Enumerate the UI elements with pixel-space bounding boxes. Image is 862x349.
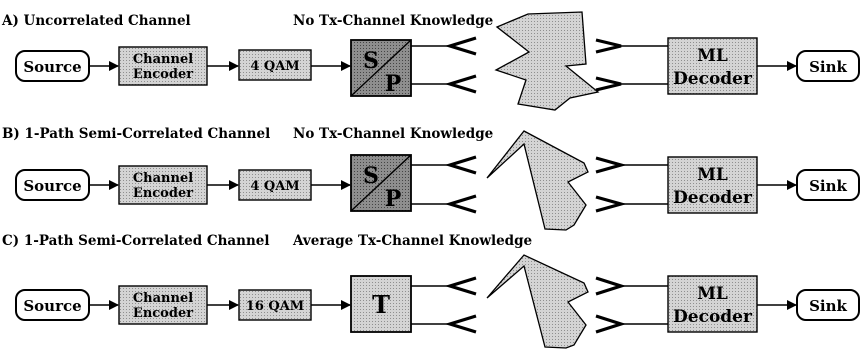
- row-b-sp-s: S: [363, 163, 379, 189]
- row-a-rx-antenna-2-icon: [595, 76, 622, 92]
- row-b-sink-box: [796, 169, 860, 201]
- row-c-heading: C) 1-Path Semi-Correlated Channel: [2, 233, 270, 249]
- row-b-tx-antenna-2-icon: [444, 194, 477, 214]
- row-b-sp-p: P: [385, 186, 402, 212]
- row-c-tx-antenna-2-icon: [444, 314, 477, 334]
- row-c-qam-box: [238, 289, 312, 321]
- row-a-tx-antenna-1-icon: [444, 36, 477, 56]
- row-a-sink-box: [796, 50, 860, 82]
- row-c-sink-box: [796, 289, 860, 321]
- row-a-sp-p: P: [385, 71, 402, 97]
- row-c-encoder-line1: Channel: [133, 291, 193, 306]
- row-c-qam-label: 16 QAM: [246, 299, 304, 314]
- row-b-sink-label: Sink: [809, 177, 847, 195]
- row-b-sp-diagonal: [350, 154, 412, 212]
- row-c-rx-antenna-2-icon: [595, 314, 627, 334]
- row-a-encoder-line1: Channel: [133, 52, 193, 67]
- row-a-qam-box: [238, 49, 312, 81]
- row-c-decoder-line2: Decoder: [673, 307, 753, 327]
- row-a-source-label: Source: [23, 58, 81, 76]
- row-b-decoder-line1: ML: [697, 165, 728, 185]
- row-b-source-label: Source: [23, 177, 81, 195]
- row-b-rx-antenna-2-icon: [595, 195, 627, 213]
- row-c-sink-label: Sink: [809, 297, 847, 315]
- row-c-tx-antenna-1-icon: [444, 276, 477, 296]
- row-a-sp-s: S: [363, 48, 379, 74]
- row-a-qam-label: 4 QAM: [250, 59, 299, 74]
- row-c-source-label: Source: [23, 297, 81, 315]
- row-b-heading: B) 1-Path Semi-Correlated Channel: [2, 126, 270, 142]
- row-b-encoder-line1: Channel: [133, 171, 193, 186]
- row-a-channel-shape: [494, 11, 600, 111]
- row-a-sink-label: Sink: [809, 58, 847, 76]
- row-a-ml-decoder-box: [667, 37, 758, 95]
- row-c-transform-label: T: [372, 290, 390, 319]
- row-c-channel-shape: [486, 254, 589, 349]
- row-c-ml-decoder-box: [667, 275, 758, 333]
- row-b-rx-antenna-1-icon: [595, 156, 627, 174]
- row-a-tx-antenna-2-icon: [444, 74, 477, 94]
- row-c-channel-encoder-box: [118, 285, 208, 325]
- row-c: C) 1-Path Semi-Correlated Channel Averag…: [2, 233, 860, 349]
- row-a-decoder-line2: Decoder: [673, 69, 753, 89]
- row-a-decoder-line1: ML: [697, 46, 728, 66]
- row-c-transform-box: [350, 275, 412, 333]
- row-c-knowledge-label: Average Tx-Channel Knowledge: [292, 233, 532, 249]
- row-b-ml-decoder-box: [667, 156, 758, 214]
- row-a-heading: A) Uncorrelated Channel: [1, 13, 191, 29]
- row-b-decoder-line2: Decoder: [673, 188, 753, 208]
- row-a-sp-diagonal: [350, 39, 412, 97]
- row-c-rx-antenna-1-icon: [595, 276, 627, 296]
- row-a-knowledge-label: No Tx-Channel Knowledge: [293, 13, 493, 29]
- row-a-encoder-line2: Encoder: [133, 67, 193, 82]
- row-b-channel-shape: [486, 130, 589, 231]
- row-b-encoder-line2: Encoder: [133, 186, 193, 201]
- row-c-encoder-line2: Encoder: [133, 306, 193, 321]
- row-b-qam-label: 4 QAM: [250, 179, 299, 194]
- row-a-rx-antenna-1-icon: [595, 38, 622, 54]
- row-c-decoder-line1: ML: [697, 284, 728, 304]
- row-a: A) Uncorrelated Channel No Tx-Channel Kn…: [1, 11, 860, 111]
- row-b-qam-box: [238, 169, 312, 201]
- row-a-channel-encoder-box: [118, 46, 208, 86]
- row-b-knowledge-label: No Tx-Channel Knowledge: [293, 126, 493, 142]
- row-b-tx-antenna-1-icon: [444, 155, 477, 175]
- row-b: B) 1-Path Semi-Correlated Channel No Tx-…: [2, 126, 860, 231]
